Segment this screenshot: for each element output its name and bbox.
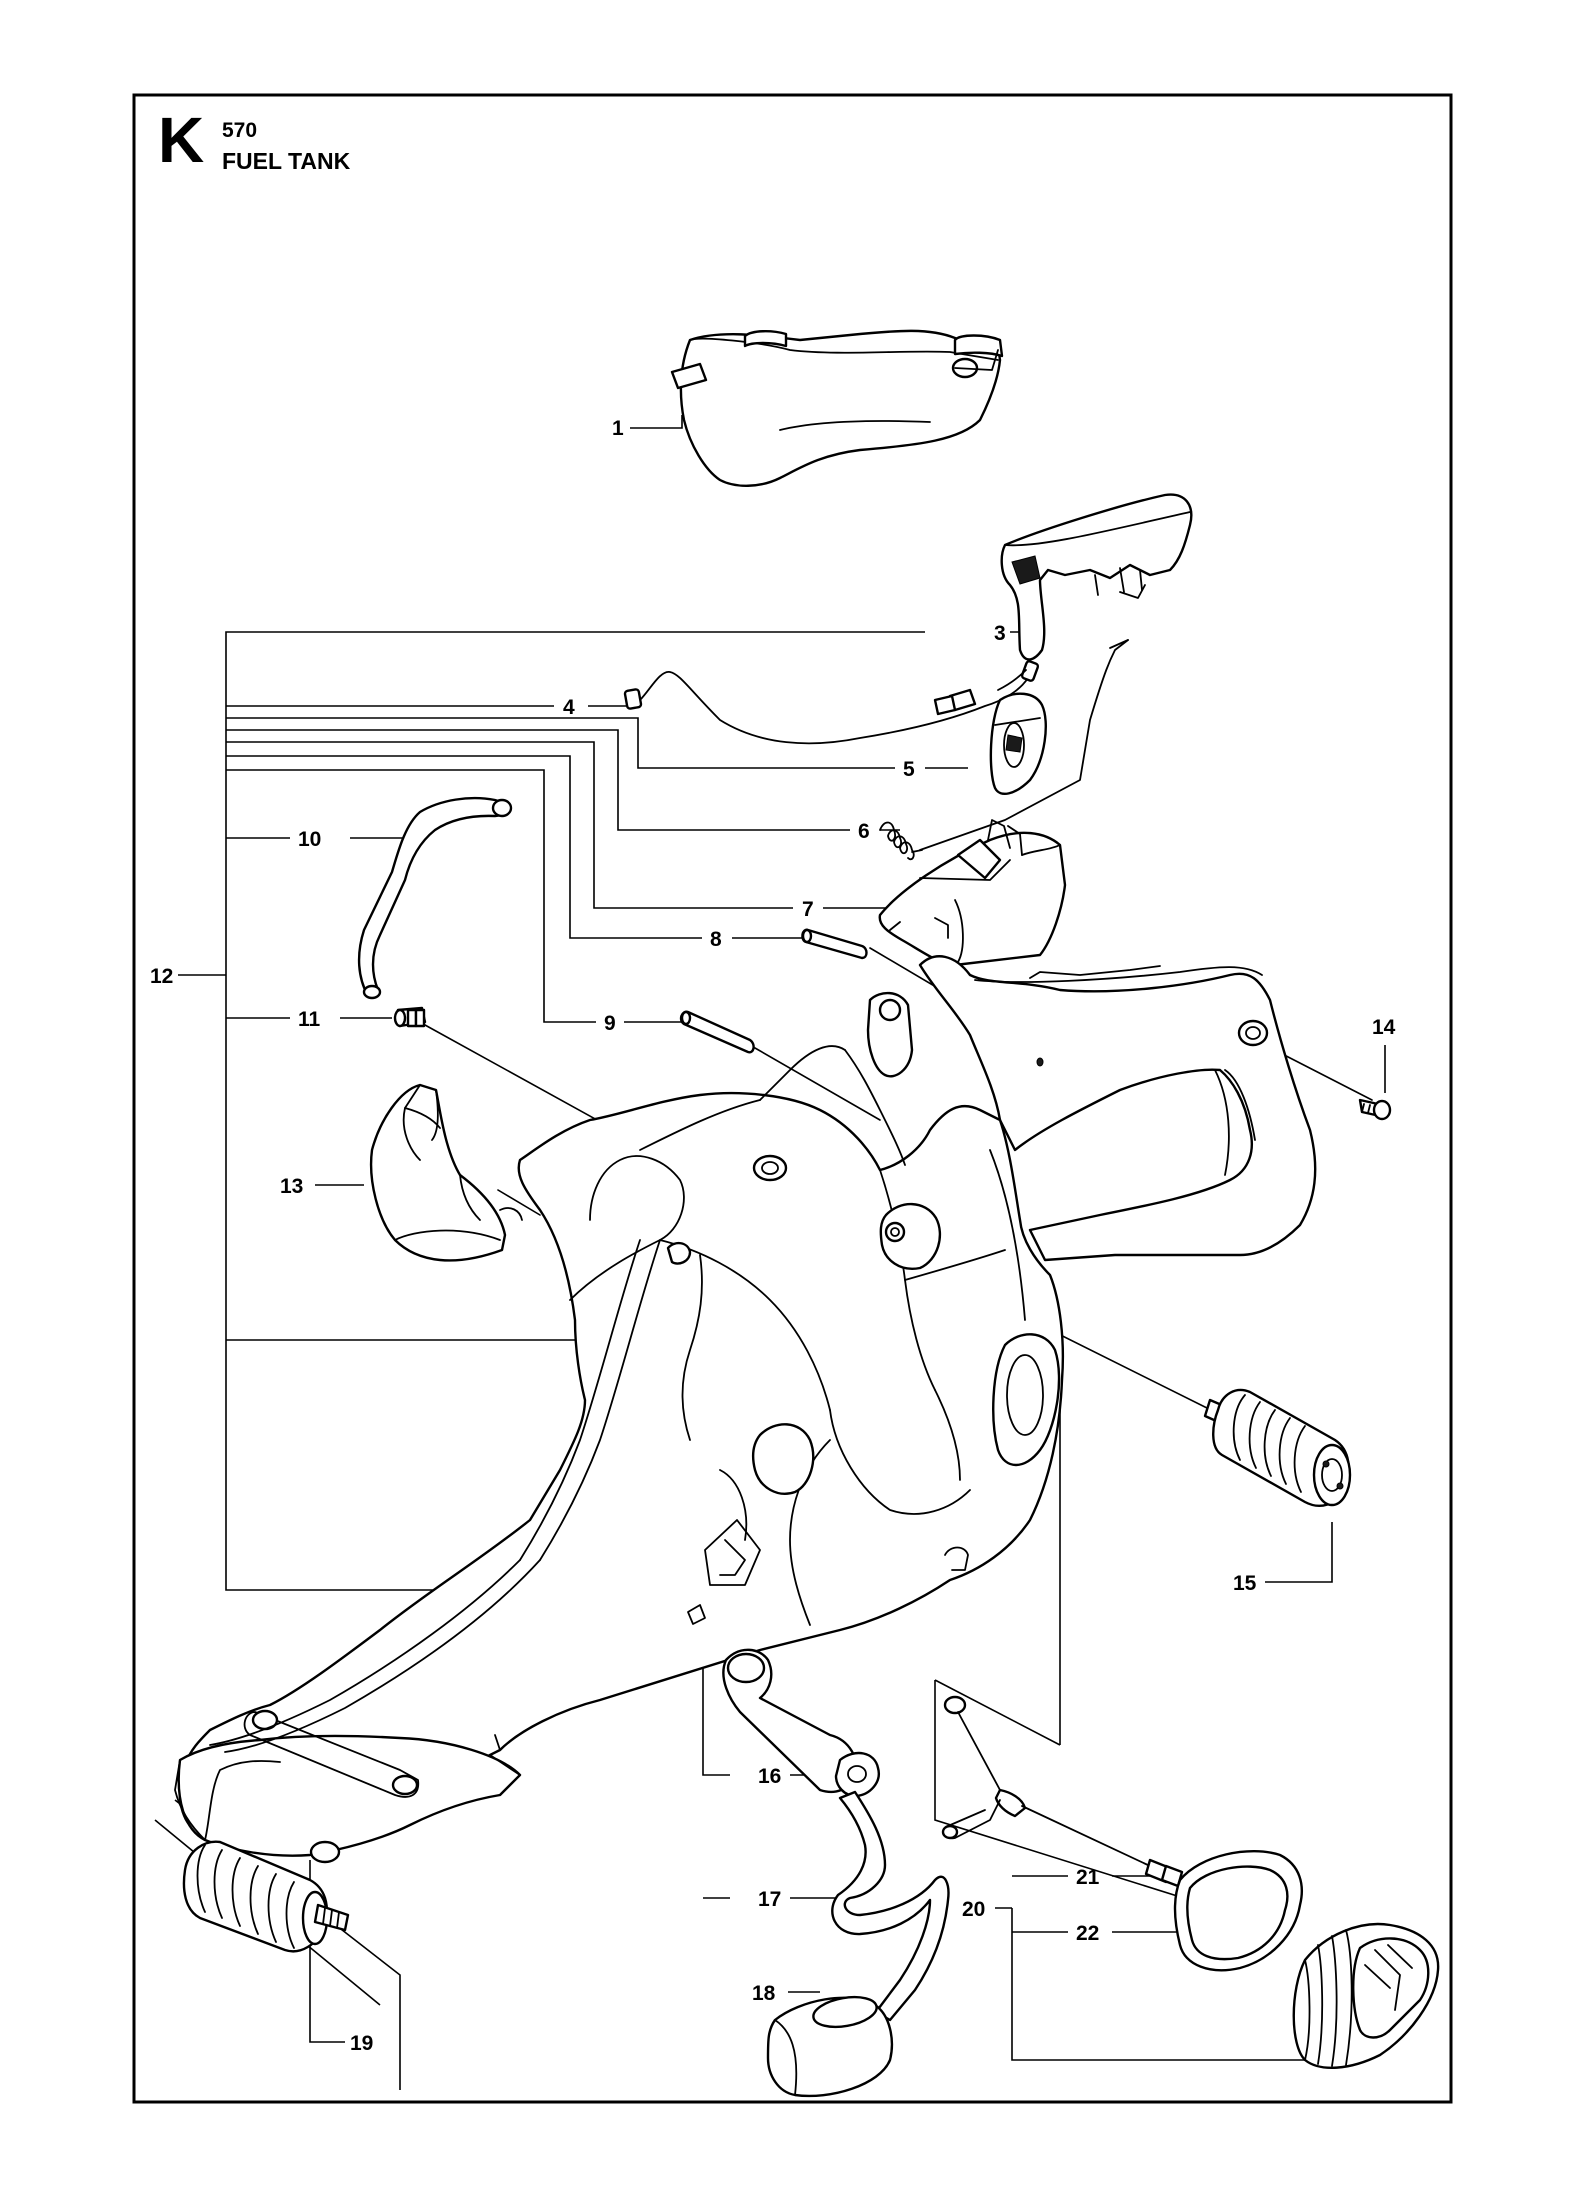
part-4-cable — [623, 660, 1040, 745]
part-21-vent-rod — [941, 1695, 1184, 1888]
callout-18: 18 — [752, 1982, 776, 2005]
callout-16: 16 — [758, 1765, 781, 1788]
callout-8: 8 — [710, 928, 722, 951]
callout-9: 9 — [604, 1012, 616, 1035]
part-13-cover — [370, 1083, 507, 1262]
leader-7-a — [226, 741, 793, 909]
callout-14: 14 — [1372, 1016, 1396, 1039]
section-title: FUEL TANK — [222, 148, 351, 174]
guide-13 — [497, 1189, 541, 1216]
callout-11: 11 — [298, 1008, 321, 1031]
callout-4: 4 — [563, 696, 575, 719]
part-6-spring-rod — [879, 639, 1129, 861]
callout-labels: 1 3 4 5 6 7 8 9 10 11 12 13 14 15 16 17 … — [150, 417, 1396, 2055]
callout-6: 6 — [858, 820, 870, 843]
leader-1 — [630, 415, 683, 429]
part-15-buffer — [1203, 1388, 1352, 1507]
part-20-fuel-cap — [1292, 1922, 1440, 2069]
part-14-screw — [1358, 1098, 1392, 1121]
part-3-throttle-trigger — [1000, 493, 1193, 661]
part-17-hose — [831, 1790, 950, 2022]
leader-6-a — [226, 729, 850, 831]
guide-9 — [754, 1047, 881, 1121]
callout-20: 20 — [962, 1898, 985, 1921]
page-frame — [132, 93, 1453, 2104]
part-22-gasket — [1173, 1849, 1303, 1972]
part-5-valve — [989, 692, 1047, 796]
callout-13: 13 — [280, 1175, 303, 1198]
part-1-cover — [670, 329, 1004, 487]
callout-17: 17 — [758, 1888, 781, 1911]
part-19-buffer — [182, 1840, 350, 1953]
callout-22: 22 — [1076, 1922, 1099, 1945]
callout-3: 3 — [994, 622, 1006, 645]
part-8-pin — [801, 928, 868, 960]
callout-12: 12 — [150, 965, 173, 988]
part-9-pin — [679, 1010, 755, 1054]
callout-19: 19 — [350, 2032, 373, 2055]
leader-15 — [1265, 1522, 1333, 1583]
callout-7: 7 — [802, 898, 814, 921]
callout-1: 1 — [612, 417, 624, 440]
leader-8-a — [226, 755, 702, 939]
callout-15: 15 — [1233, 1572, 1257, 1595]
part-11-fitting — [393, 1006, 427, 1028]
leader-5-a — [226, 717, 895, 769]
part-12-fuel-tank — [174, 955, 1317, 1864]
model-number: 570 — [222, 119, 258, 142]
leader-9-a — [226, 769, 596, 1023]
guide-box-top — [934, 1679, 1061, 1746]
guide-box-linkage — [934, 1680, 1191, 1901]
section-letter: K — [158, 104, 205, 176]
callout-5: 5 — [903, 758, 915, 781]
leader-20-bracket — [1011, 1908, 1320, 2061]
callout-10: 10 — [298, 828, 321, 851]
part-10-hose — [357, 796, 513, 1000]
part-18-filter — [766, 1995, 894, 2098]
part-16-grommet — [722, 1648, 880, 1798]
part-7-bracket — [878, 819, 1067, 967]
leader-12-bracket — [225, 631, 925, 1591]
callout-21: 21 — [1076, 1866, 1100, 1889]
